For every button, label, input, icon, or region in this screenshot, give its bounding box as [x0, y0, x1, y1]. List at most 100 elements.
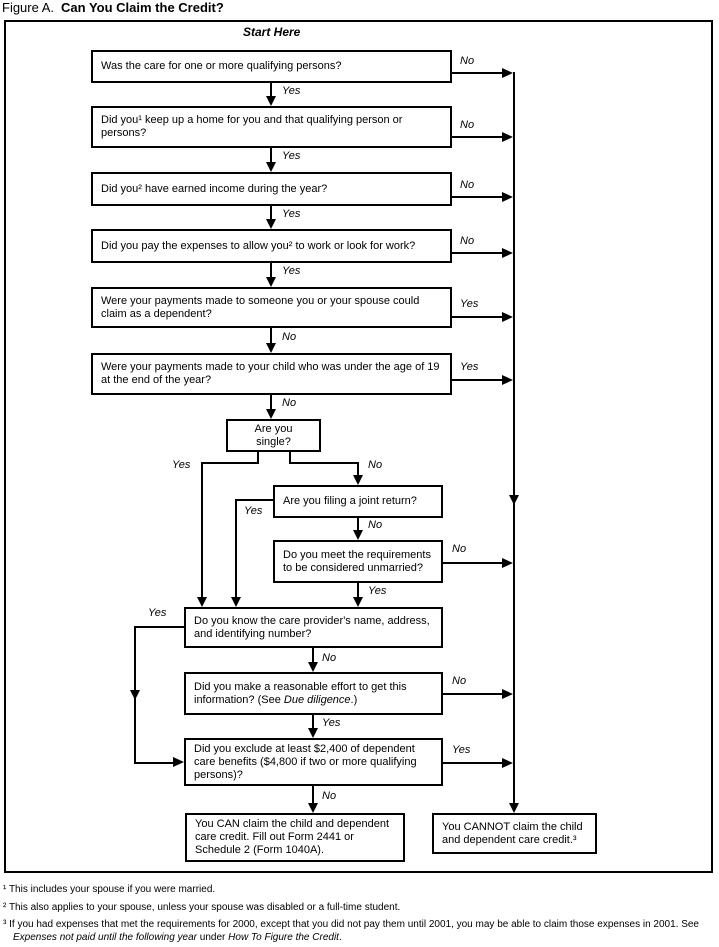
- connector-q3-no: [452, 196, 502, 198]
- arrowhead-into-cannot: [509, 803, 519, 813]
- box-text: Did you exclude at least $2,400 of depen…: [194, 742, 417, 781]
- flowchart-box-q6: Were your payments made to your child wh…: [91, 353, 452, 395]
- box-text: Did you make a reasonable effort to get …: [194, 681, 433, 707]
- arrowhead-q5-yes: [502, 312, 513, 322]
- connector-q7-yes-vertical: [201, 462, 203, 597]
- flowchart-box-result-cannot: You CANNOT claim the child and dependent…: [432, 813, 597, 854]
- branch-label-q8-no: No: [366, 519, 385, 531]
- flowchart-box-q12: Did you exclude at least $2,400 of depen…: [184, 738, 443, 786]
- connector-q3-yes: [270, 206, 272, 219]
- flowchart-box-q7: Are you single?: [226, 419, 321, 452]
- branch-label-q1-yes: Yes: [280, 85, 303, 97]
- arrowhead-q3-yes: [266, 219, 276, 229]
- footnote-3: ³ If you had expenses that met the requi…: [3, 918, 719, 944]
- footnote-text-2: This also applies to your spouse, unless…: [8, 902, 401, 913]
- connector-q8-no: [357, 518, 359, 530]
- arrowhead-q2-yes: [266, 162, 276, 172]
- arrowhead-q1-no: [502, 68, 513, 78]
- connector-q4-no: [452, 252, 502, 254]
- connector-q10-no: [312, 648, 314, 662]
- footnote-text-3: If you had expenses that met the require…: [9, 919, 699, 943]
- arrowhead-q12-no: [308, 803, 318, 813]
- connector-q2-yes: [270, 148, 272, 162]
- arrowhead-q8-yes: [231, 597, 241, 607]
- box-text: Did you pay the expenses to allow you² t…: [101, 239, 416, 252]
- connector-collector-line: [513, 72, 515, 805]
- connector-q7-yes-stub: [257, 452, 259, 464]
- connector-q6-yes: [452, 379, 502, 381]
- connector-q2-no: [452, 136, 502, 138]
- flowchart-box-q5: Were your payments made to someone you o…: [91, 287, 452, 328]
- flowchart-box-result-can: You CAN claim the child and dependent ca…: [185, 813, 405, 862]
- arrowhead-q10-yes-mid: [130, 690, 140, 700]
- branch-label-q11-no: No: [450, 675, 469, 687]
- connector-q12-yes: [443, 762, 502, 764]
- branch-label-q7-yes: Yes: [170, 459, 193, 471]
- arrowhead-q6-no: [266, 409, 276, 419]
- branch-label-q9-no: No: [450, 543, 469, 555]
- connector-q7-no-vertical: [357, 462, 359, 475]
- branch-label-q2-no: No: [458, 119, 477, 131]
- branch-label-q6-yes: Yes: [458, 361, 481, 373]
- footnote-3-italic-2: How To Figure the Credit: [228, 932, 339, 943]
- branch-label-q6-no: No: [280, 397, 299, 409]
- flowchart-box-q9: Do you meet the requirements to be consi…: [273, 540, 443, 583]
- flowchart-box-q4: Did you pay the expenses to allow you² t…: [91, 229, 452, 263]
- arrowhead-q9-no: [502, 558, 513, 568]
- branch-label-q11-yes: Yes: [320, 717, 343, 729]
- connector-q7-yes-horizontal: [201, 462, 259, 464]
- connector-q11-yes: [312, 715, 314, 728]
- arrowhead-q4-no: [502, 248, 513, 258]
- connector-q4-yes: [270, 263, 272, 277]
- connector-q8-yes-vertical: [235, 499, 237, 597]
- footnote-1: ¹ This includes your spouse if you were …: [3, 883, 719, 896]
- arrowhead-q9-yes: [353, 597, 363, 607]
- branch-label-q8-yes: Yes: [242, 505, 265, 517]
- connector-q1-yes: [270, 83, 272, 96]
- arrowhead-q2-no: [502, 132, 513, 142]
- arrowhead-q10-yes: [173, 757, 184, 767]
- footnote-marker-3: ³: [3, 919, 7, 930]
- start-here-label: Start Here: [243, 25, 301, 39]
- box-text: Was the care for one or more qualifying …: [101, 60, 342, 72]
- branch-label-q10-no: No: [320, 652, 339, 664]
- branch-label-q7-no: No: [366, 459, 385, 471]
- connector-q5-yes: [452, 316, 502, 318]
- footnote-3-part: .: [338, 932, 342, 943]
- box-text: Did you¹ keep up a home for you and that…: [101, 114, 403, 139]
- arrowhead-q7-no: [353, 475, 363, 485]
- footnote-3-part: under: [197, 932, 229, 943]
- arrowhead-q8-no: [353, 530, 363, 540]
- box-text: You CAN claim the child and dependent ca…: [195, 818, 390, 856]
- arrowhead-q11-yes: [308, 728, 318, 738]
- connector-q10-yes-horizontal: [134, 626, 184, 628]
- box-text: Did you² have earned income during the y…: [101, 182, 328, 195]
- flowchart-box-q3: Did you² have earned income during the y…: [91, 172, 452, 206]
- figure-label: Figure A.: [2, 0, 55, 15]
- branch-label-q5-no: No: [280, 331, 299, 343]
- arrowhead-q11-no: [502, 689, 513, 699]
- arrowhead-q3-no: [502, 192, 513, 202]
- arrowhead-q5-no: [266, 343, 276, 353]
- connector-q8-yes-horizontal: [235, 499, 273, 501]
- arrowhead-q6-yes: [502, 375, 513, 385]
- box-text: Were your payments made to someone you o…: [101, 294, 420, 320]
- flowchart-frame: [4, 20, 713, 873]
- box-text-part: Did you make a reasonable effort to get …: [194, 680, 407, 706]
- arrowhead-collector-mid: [509, 495, 519, 505]
- footnote-marker-2: ²: [3, 902, 7, 913]
- footnote-3-part: If you had expenses that met the require…: [9, 919, 699, 930]
- box-text: Do you meet the requirements to be consi…: [283, 548, 431, 574]
- footnote-marker-1: ¹: [3, 884, 7, 895]
- connector-q7-no-horizontal: [289, 462, 359, 464]
- connector-q9-no: [443, 562, 502, 564]
- connector-q10-yes-into-q12: [134, 762, 173, 764]
- connector-q11-no: [443, 693, 502, 695]
- box-text: Do you know the care provider's name, ad…: [194, 614, 430, 640]
- flowchart-box-q2: Did you¹ keep up a home for you and that…: [91, 106, 452, 148]
- branch-label-q4-no: No: [458, 235, 477, 247]
- branch-label-q9-yes: Yes: [366, 585, 389, 597]
- branch-label-q3-no: No: [458, 179, 477, 191]
- footnote-text-1: This includes your spouse if you were ma…: [8, 884, 216, 895]
